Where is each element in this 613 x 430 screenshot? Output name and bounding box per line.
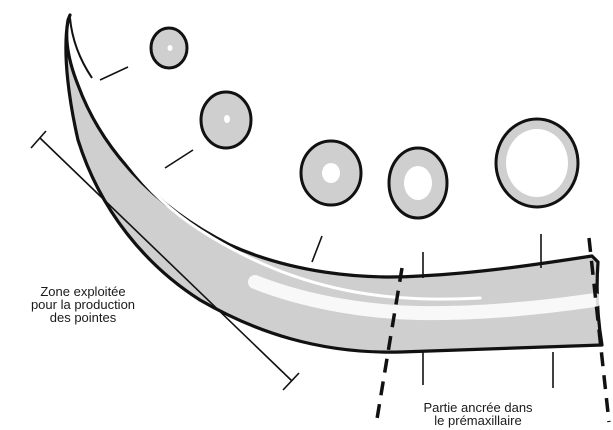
zone-label-line-3: des pointes (8, 311, 158, 324)
partie-label-line-2: le prémaxillaire (388, 414, 568, 427)
section-line-1 (100, 67, 128, 80)
cross-section-1 (151, 28, 187, 68)
cross-section-3 (301, 141, 361, 205)
section-line-3 (312, 236, 322, 262)
cross-section-2 (201, 92, 251, 148)
zone-exploitee-label: Zone exploitée pour la production des po… (8, 285, 158, 324)
cross-section-5 (496, 119, 578, 207)
partie-ancree-label: Partie ancrée dans le prémaxillaire (388, 401, 568, 427)
section-line-2 (165, 150, 193, 168)
cross-section-4 (389, 148, 447, 218)
